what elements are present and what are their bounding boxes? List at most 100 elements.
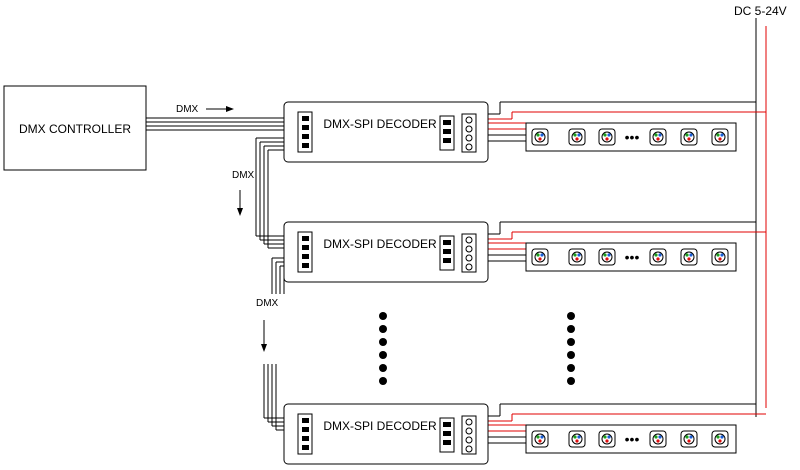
decoder-label: DMX-SPI DECODER <box>323 237 437 251</box>
screw-terminal <box>465 134 473 142</box>
output-terminal <box>461 113 477 153</box>
led-red <box>605 439 609 443</box>
continuation-dot <box>567 364 575 372</box>
led-green <box>716 253 720 257</box>
led-icon <box>598 128 616 146</box>
led-red <box>687 137 691 141</box>
led-blue <box>689 133 693 137</box>
led-blue <box>607 253 611 257</box>
led-red <box>718 439 722 443</box>
led-red <box>605 137 609 141</box>
led-blue <box>577 133 581 137</box>
decoder-label: DMX-SPI DECODER <box>323 419 437 433</box>
led-green <box>716 133 720 137</box>
led-strips: ••• ••• ••• <box>525 122 737 454</box>
dmx-flow-labels: DMX DMX DMX <box>176 104 279 352</box>
terminal-pin <box>302 436 309 441</box>
led-icon <box>598 248 616 266</box>
led-icon <box>711 248 729 266</box>
led-red <box>656 439 660 443</box>
led-blue <box>577 253 581 257</box>
dmx-label-2: DMX <box>232 170 255 181</box>
decoder: DMX-SPI DECODER <box>283 221 489 283</box>
led-icon <box>649 128 667 146</box>
led-blue <box>689 253 693 257</box>
decoder-body <box>283 221 489 283</box>
led-strip: ••• <box>525 242 737 272</box>
strip-body <box>525 424 737 454</box>
led-blue <box>658 133 662 137</box>
led-icon <box>568 430 586 448</box>
continuation-dot <box>567 351 575 359</box>
terminal-pin <box>302 143 309 148</box>
connector-pin <box>443 240 451 245</box>
led-icon <box>568 128 586 146</box>
decoder-body <box>283 403 489 465</box>
led-blue <box>658 253 662 257</box>
led-red <box>575 137 579 141</box>
continuation-dot <box>567 312 575 320</box>
led-icon <box>598 430 616 448</box>
led-red <box>656 257 660 261</box>
terminal-pin <box>302 445 309 450</box>
led-red <box>575 257 579 261</box>
continuation-dot <box>379 325 387 333</box>
led-green <box>603 435 607 439</box>
terminal-pin <box>302 245 309 250</box>
led-green <box>654 133 658 137</box>
led-green <box>536 133 540 137</box>
dmx-terminal <box>297 413 313 455</box>
led-red <box>538 257 542 261</box>
led-red <box>605 257 609 261</box>
strip-body <box>525 242 737 272</box>
connector-pin <box>443 120 451 125</box>
led-green <box>573 253 577 257</box>
led-icon <box>680 248 698 266</box>
continuation-dot <box>567 338 575 346</box>
dmx-terminal <box>297 231 313 273</box>
continuation-dot <box>379 377 387 385</box>
terminal-pin <box>302 134 309 139</box>
led-blue <box>720 133 724 137</box>
ellipsis-icon: ••• <box>625 129 640 145</box>
led-strip: ••• <box>525 122 737 152</box>
terminal-pin <box>302 125 309 130</box>
continuation-dot <box>379 312 387 320</box>
led-green <box>573 435 577 439</box>
screw-terminal <box>465 427 473 435</box>
terminal-pin <box>302 116 309 121</box>
led-blue <box>720 253 724 257</box>
ellipsis-icon: ••• <box>625 431 640 447</box>
continuation-dot <box>567 377 575 385</box>
led-icon <box>531 248 549 266</box>
output-terminal <box>461 233 477 273</box>
screw-terminal <box>465 263 473 271</box>
terminal-pin <box>302 418 309 423</box>
led-red <box>687 439 691 443</box>
terminal-pin <box>302 254 309 259</box>
led-strip: ••• <box>525 424 737 454</box>
controller-label: DMX CONTROLLER <box>19 122 131 136</box>
screw-terminal <box>465 143 473 151</box>
ellipsis-icon: ••• <box>625 249 640 265</box>
dmx-terminal <box>297 111 313 153</box>
screw-terminal <box>465 116 473 124</box>
led-red <box>718 257 722 261</box>
led-green <box>685 435 689 439</box>
connector-pin <box>443 440 451 445</box>
led-green <box>685 253 689 257</box>
connector-pin <box>443 138 451 143</box>
led-icon <box>649 430 667 448</box>
arrow-down-icon <box>261 320 267 352</box>
led-blue <box>540 253 544 257</box>
led-blue <box>577 435 581 439</box>
decoder: DMX-SPI DECODER <box>283 403 489 465</box>
led-green <box>654 253 658 257</box>
led-green <box>603 253 607 257</box>
output-terminal <box>461 415 477 455</box>
led-green <box>536 253 540 257</box>
connector-pin <box>443 258 451 263</box>
led-blue <box>540 133 544 137</box>
